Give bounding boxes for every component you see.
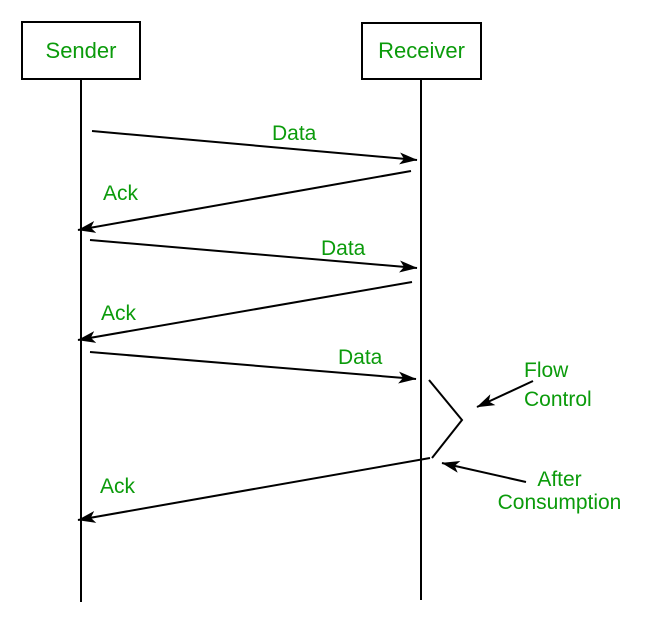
annotation-flow-control-line2: Control xyxy=(524,388,592,411)
ack-arrow-3 xyxy=(77,457,431,523)
data-arrow-2 xyxy=(89,239,418,273)
annotation-after-consumption-line1: After xyxy=(537,468,582,491)
message-label-data-2: Data xyxy=(321,237,366,260)
flow-control-brace xyxy=(428,379,464,459)
flow-control-pointer-arrow xyxy=(476,380,534,408)
annotation-after-consumption-line2: Consumption xyxy=(497,491,622,514)
actor-receiver-label: Receiver xyxy=(378,38,465,63)
data-arrow-1 xyxy=(91,130,418,165)
ack-arrow-1 xyxy=(77,170,412,233)
message-label-ack-3: Ack xyxy=(100,475,136,498)
annotation-flow-control-line1: Flow xyxy=(524,359,569,382)
actor-receiver-box: Receiver xyxy=(361,22,482,80)
message-label-data-3: Data xyxy=(338,346,383,369)
annotation-flow-control: Flow Control xyxy=(524,356,592,414)
message-label-data-1: Data xyxy=(272,122,317,145)
annotation-after-consumption: After Consumption xyxy=(483,468,636,514)
actor-sender-label: Sender xyxy=(45,37,117,63)
data-arrow-3 xyxy=(89,351,417,384)
ack-arrow-2 xyxy=(77,281,413,343)
message-label-ack-1: Ack xyxy=(103,182,139,205)
after-consumption-pointer-arrow xyxy=(441,461,527,483)
message-label-ack-2: Ack xyxy=(101,302,137,325)
actor-sender-box: Sender xyxy=(21,21,141,80)
